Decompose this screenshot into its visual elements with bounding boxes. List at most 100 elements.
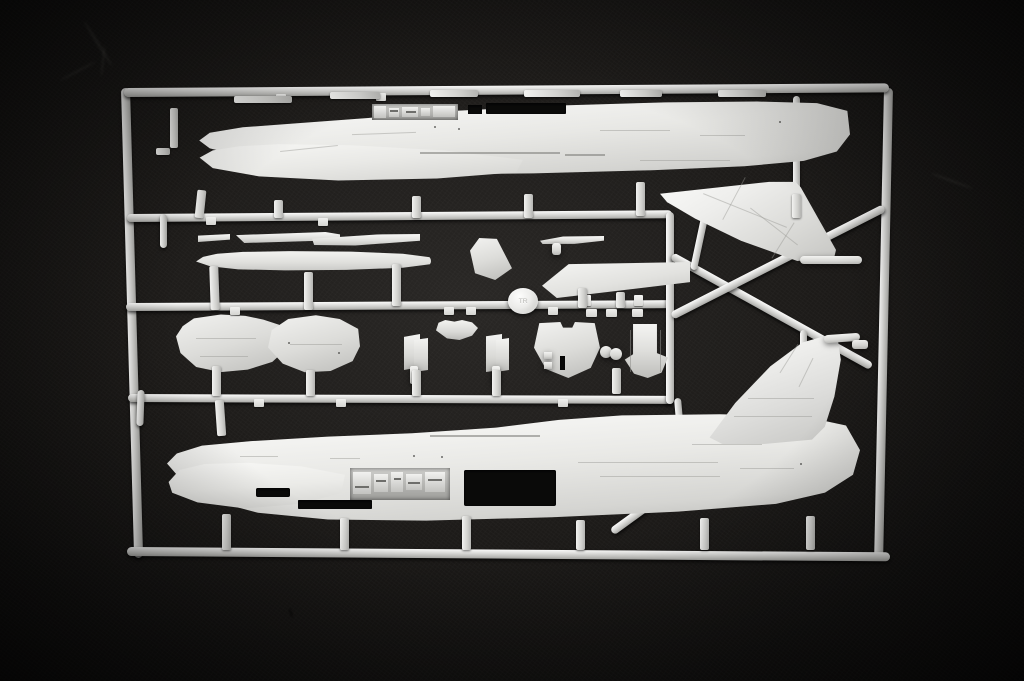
part-number-label	[586, 309, 597, 317]
gate-stub	[462, 516, 471, 550]
intake-splitter	[470, 238, 512, 280]
gate-stub	[578, 288, 587, 308]
wheel-bay-detail	[544, 362, 552, 369]
gate-stub	[412, 370, 421, 396]
exhaust-nozzle	[624, 324, 668, 378]
part-number-label	[606, 309, 617, 317]
panel-line	[660, 330, 661, 372]
gate-stub	[792, 194, 801, 218]
maker-logo-medallion: TR	[508, 288, 538, 314]
locating-pin	[779, 121, 781, 123]
locating-pin	[458, 128, 460, 130]
runner-bottom-rail	[126, 547, 891, 562]
gate-stub	[636, 182, 645, 216]
locating-pin	[441, 456, 443, 458]
gate-stub	[209, 265, 220, 311]
fuselage-upper-slot	[468, 105, 482, 114]
gate-stub	[170, 108, 178, 148]
locating-pin	[288, 342, 290, 344]
cockpit-interior-detail-lower	[350, 468, 450, 500]
gate-stub	[492, 370, 501, 396]
part-number-label	[336, 399, 346, 407]
panel-line	[600, 130, 670, 131]
runner-top-rail	[123, 83, 890, 97]
cockpit-tub-right	[268, 315, 360, 373]
gate-stub	[612, 368, 621, 394]
gate-stub	[212, 366, 221, 396]
gate-stub	[234, 96, 292, 103]
locating-pin	[338, 352, 340, 354]
fuselage-lower-slot	[298, 500, 372, 509]
fuselage-upper-bay-cutout	[486, 103, 566, 114]
gate-stub	[524, 90, 580, 97]
gate-stub	[392, 264, 401, 306]
antenna-blade	[540, 236, 604, 244]
locating-pin	[434, 126, 436, 128]
panel-line	[578, 462, 718, 463]
stabiliser-gate-tab	[634, 295, 643, 306]
part-number-label	[230, 307, 240, 315]
gate-stub	[412, 196, 421, 218]
small-detail-parts	[436, 320, 478, 340]
panel-line	[430, 435, 540, 437]
runner-diagonal-brace	[670, 252, 874, 371]
part-number-label	[318, 218, 328, 226]
panel-line	[640, 160, 730, 161]
gate-stub	[576, 520, 585, 550]
fin-tip-antenna-lower-b	[852, 340, 868, 349]
fuselage-lower-slot	[256, 488, 290, 497]
locating-pin	[413, 455, 415, 457]
part-number-label	[206, 217, 216, 225]
gate-stub	[616, 292, 625, 308]
gate-stub	[156, 148, 170, 155]
panel-line	[600, 476, 720, 477]
gate-stub	[340, 518, 349, 550]
runner-right-inner-rail	[666, 212, 674, 404]
part-number-label	[558, 399, 568, 407]
part-number-label	[444, 307, 454, 315]
gate-stub	[304, 272, 313, 310]
gate-stub	[620, 90, 662, 97]
runner-lower-cross-rail	[127, 394, 674, 404]
panel-line	[734, 416, 812, 417]
gate-stub	[330, 92, 380, 99]
panel-line	[748, 398, 814, 399]
panel-line	[200, 356, 248, 357]
gate-stub	[306, 370, 315, 396]
panel-line	[420, 152, 560, 154]
gate-stub	[222, 514, 231, 550]
gate-stub	[700, 518, 709, 550]
panel-line	[692, 444, 762, 445]
gate-stub	[718, 90, 766, 97]
panel-line	[630, 330, 631, 372]
runner-short-vertical-brace	[160, 214, 167, 248]
cockpit-sidewall-detail-upper	[372, 104, 458, 120]
pylon-strip	[198, 234, 230, 242]
part-number-label	[254, 399, 264, 407]
runner-short-vertical-brace	[136, 389, 145, 427]
panel-line	[240, 456, 278, 457]
panel-line	[196, 338, 256, 339]
wheel-bay-detail	[544, 352, 552, 359]
runner-right-rail	[874, 87, 893, 558]
fuselage-lower-bay-cutout	[464, 470, 556, 506]
maker-logo-text: TR	[518, 297, 528, 305]
locating-pin	[800, 463, 802, 465]
wheel-hub	[610, 348, 622, 360]
gate-stub	[274, 200, 283, 218]
runner-left-rail	[121, 87, 144, 558]
panel-line	[330, 458, 360, 459]
panel-line	[700, 135, 745, 136]
gate-stub	[524, 194, 533, 218]
panel-line	[290, 344, 342, 345]
wheel-bay-tub	[534, 322, 600, 378]
part-number-label	[632, 309, 643, 317]
fin-tip-antenna-upper	[800, 256, 862, 264]
part-number-label	[548, 307, 558, 315]
panel-line	[565, 154, 605, 156]
panel-line	[740, 468, 794, 469]
gate-stub	[430, 90, 478, 97]
gate-stub	[806, 516, 815, 550]
